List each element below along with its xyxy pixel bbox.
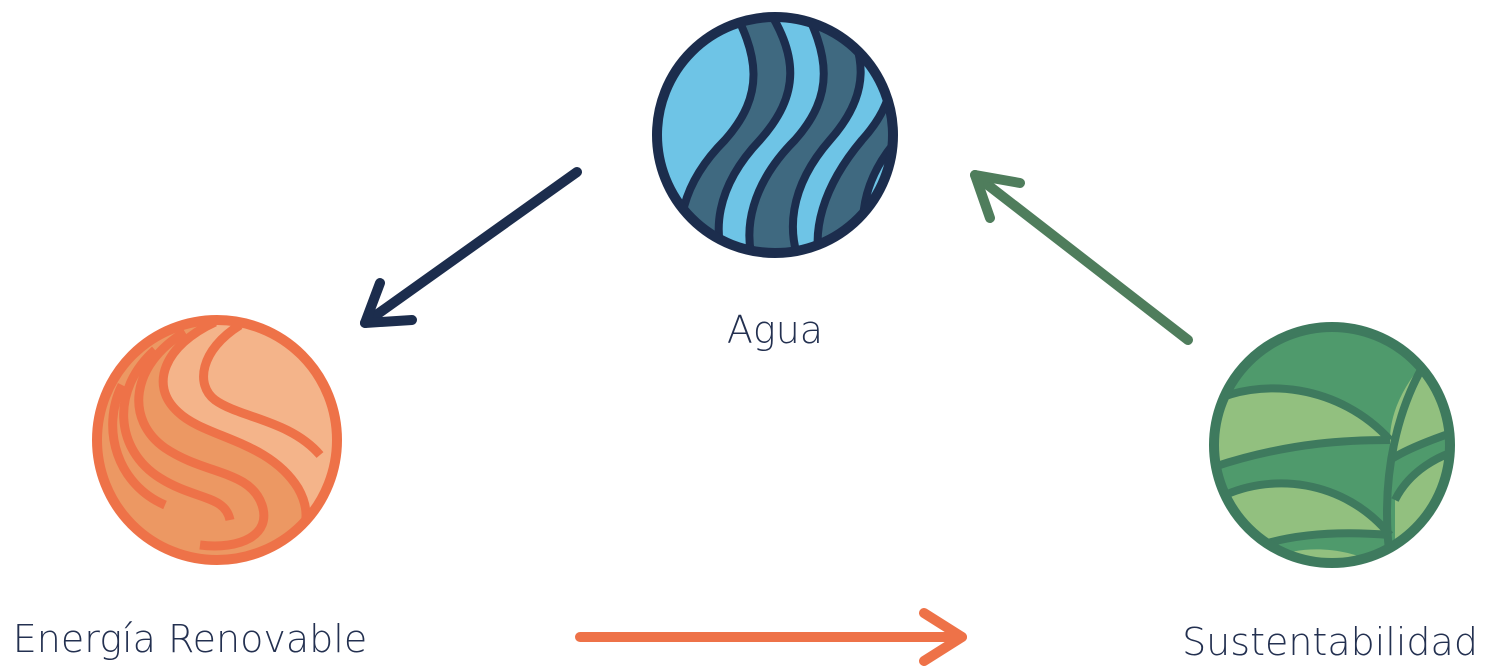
arrow-sustainability-to-water [970, 170, 1193, 345]
flame-swirl-icon [92, 315, 342, 565]
arrow-energy-to-sustainability [575, 608, 967, 666]
water-waves-icon [652, 12, 898, 258]
label-water: Agua [727, 308, 823, 352]
label-sustainability: Sustentabilidad [1182, 620, 1478, 664]
arrow-water-to-energy [360, 167, 582, 328]
label-energy: Energía Renovable [13, 617, 367, 661]
leaf-icon [1209, 322, 1455, 568]
